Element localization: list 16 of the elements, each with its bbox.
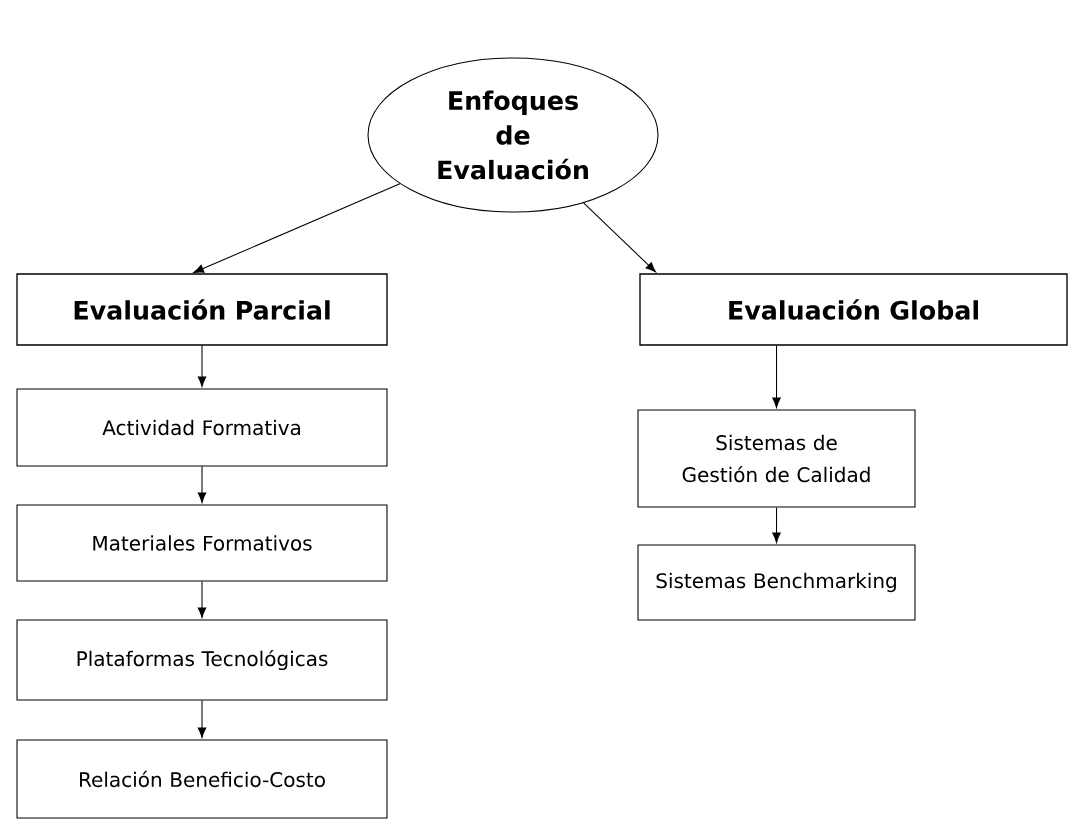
item-box: Plataformas Tecnológicas: [16, 619, 388, 701]
arrow: [197, 466, 207, 503]
arrow: [193, 183, 401, 274]
arrow: [197, 345, 207, 387]
category-box: Evaluación Parcial: [16, 273, 388, 346]
arrow: [772, 507, 781, 543]
arrow: [583, 202, 656, 273]
category-box: Evaluación Global: [639, 273, 1068, 346]
arrow: [772, 345, 781, 408]
item-box: Actividad Formativa: [16, 388, 388, 467]
item-box: Sistemas Benchmarking: [637, 544, 916, 621]
arrow: [197, 700, 207, 738]
item-box: Relación Beneficio-Costo: [16, 739, 388, 819]
item-box: Materiales Formativos: [16, 504, 388, 582]
item-box: Sistemas de Gestión de Calidad: [637, 409, 916, 508]
arrow: [197, 581, 207, 618]
